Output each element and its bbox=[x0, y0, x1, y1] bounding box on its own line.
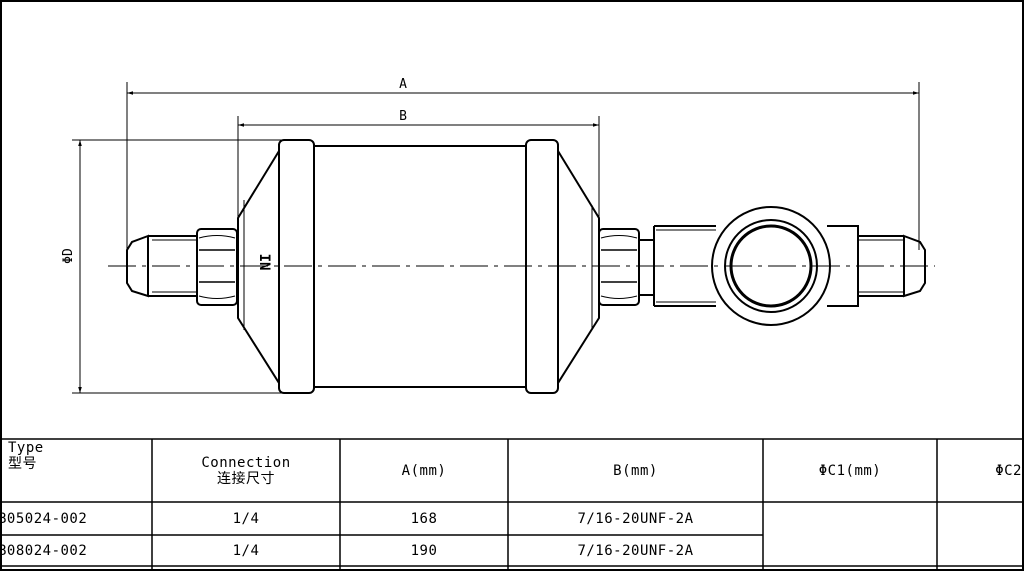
row-2-b: 7/16-20UNF-2A bbox=[577, 543, 694, 559]
header-type-en: Type bbox=[8, 440, 44, 456]
row-1-b: 7/16-20UNF-2A bbox=[577, 511, 694, 527]
header-connection-en: Connection bbox=[201, 455, 291, 471]
header-c1: ΦC1(mm) bbox=[818, 463, 882, 479]
header-b: B(mm) bbox=[613, 463, 658, 479]
flow-direction-label: IN bbox=[256, 254, 272, 271]
header-c2: ΦC2 bbox=[995, 463, 1022, 479]
row-2-connection: 1/4 bbox=[232, 543, 260, 559]
dimension-b-label: B bbox=[399, 109, 407, 124]
header-type-cn: 型号 bbox=[8, 456, 37, 472]
dimension-d-label: ΦD bbox=[61, 248, 76, 264]
row-1-type: B05024-002 bbox=[0, 511, 88, 527]
row-1-a: 168 bbox=[410, 511, 438, 527]
row-2-type: B08024-002 bbox=[0, 543, 88, 559]
filter-drier-drawing bbox=[108, 139, 935, 394]
spec-table-grid bbox=[0, 438, 1024, 571]
sight-glass-outer bbox=[711, 206, 831, 326]
dimensions bbox=[72, 82, 920, 394]
right-cone bbox=[557, 147, 600, 387]
sight-glass-lens bbox=[729, 224, 813, 308]
sight-glass-ring bbox=[724, 219, 818, 313]
left-hex-nut bbox=[196, 228, 238, 306]
dimension-a-label: A bbox=[399, 77, 407, 92]
header-a: A(mm) bbox=[401, 463, 447, 479]
header-connection: Connection 连接尺寸 bbox=[152, 440, 340, 502]
right-hex-nut bbox=[598, 228, 640, 306]
header-connection-cn: 连接尺寸 bbox=[217, 471, 275, 487]
row-1-connection: 1/4 bbox=[232, 511, 260, 527]
sight-glass-tube bbox=[638, 239, 655, 296]
header-type: Type 型号 bbox=[0, 440, 152, 502]
row-2-a: 190 bbox=[410, 543, 438, 559]
